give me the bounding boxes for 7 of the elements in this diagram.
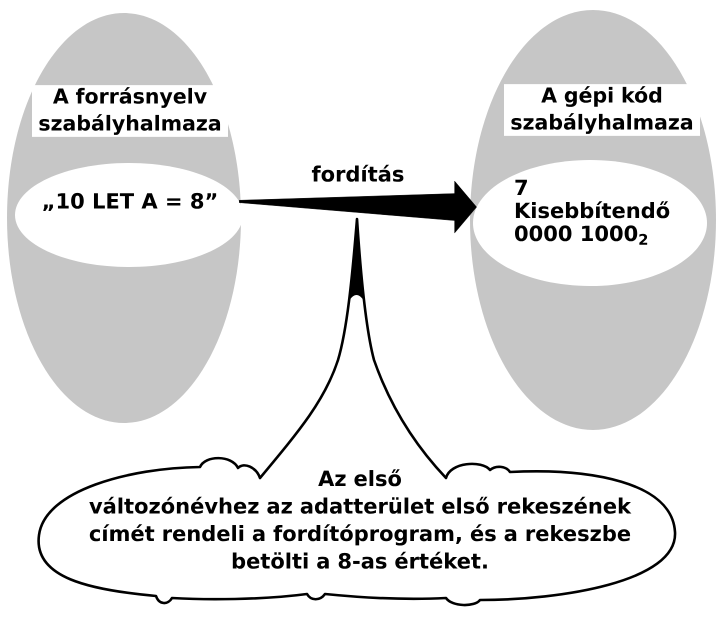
heading-label: A forrásnyelv szabályhalmaza <box>32 85 228 137</box>
code-oval: 7 Kisebbítendő 0000 1000$_{2}$ <box>473 160 707 286</box>
code-oval: „10 LET A = 8” <box>15 163 243 267</box>
node-label: „10 LET A = 8” <box>43 192 216 212</box>
heading-label: A gépi kód szabályhalmaza <box>504 84 700 136</box>
edge-label: fordítás <box>310 164 406 183</box>
arrow <box>239 180 477 234</box>
